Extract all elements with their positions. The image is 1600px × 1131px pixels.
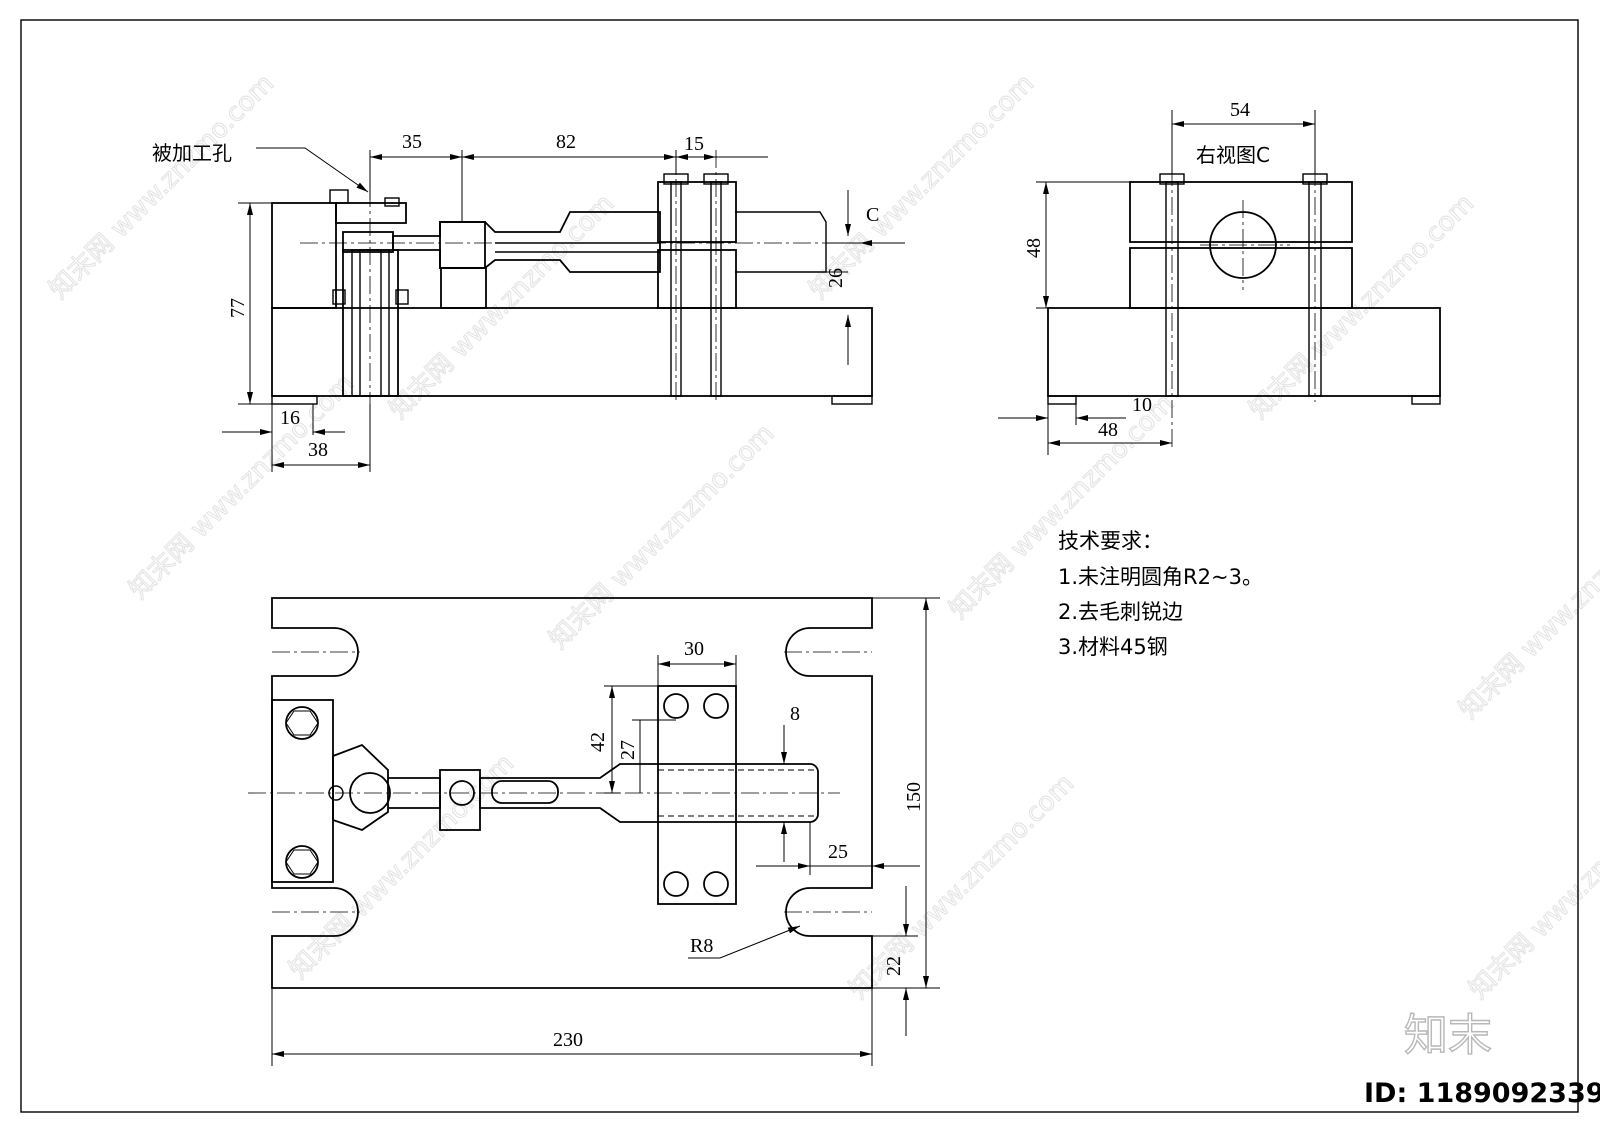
drawing-frame — [20, 19, 1579, 1113]
dim-27-label: 27 — [617, 740, 639, 760]
watermark-logo: 知末 — [1404, 1010, 1492, 1061]
hole-label: 被加工孔 — [152, 141, 232, 165]
section-c-label: C — [866, 204, 879, 226]
top-pivot-bracket — [332, 743, 389, 831]
top-bolt-left-upper — [285, 706, 319, 740]
right-foot-left — [1047, 395, 1077, 405]
watermark-tile-10: 知末网 www.znzmo.com — [844, 769, 1080, 1005]
watermark: 知末 ID: 1189092339 — [1364, 1009, 1600, 1109]
front-left-block — [271, 202, 337, 309]
front-top-plate — [335, 202, 407, 224]
top-bolt-left-upper-hex — [285, 710, 319, 736]
dim-8-label: 8 — [790, 703, 800, 725]
right-view-title: 右视图C — [1196, 143, 1270, 167]
top-clamp-bolt-3 — [663, 871, 689, 897]
front-bushing — [342, 249, 399, 397]
dim-10-label: 10 — [1132, 394, 1152, 416]
front-screw-head-r — [384, 197, 400, 207]
front-bushing-inner — [351, 249, 390, 397]
watermark-id: ID: 1189092339 — [1364, 1078, 1600, 1109]
dim-35-label: 35 — [402, 131, 422, 153]
dim-48h-label: 48 — [1098, 419, 1118, 441]
top-left-block — [271, 699, 334, 883]
r8-label: R8 — [690, 935, 713, 957]
dim-30-label: 30 — [684, 638, 704, 660]
right-foot-right — [1411, 395, 1441, 405]
top-bolt-left-lower — [285, 845, 319, 879]
front-clamp-jaw — [342, 231, 394, 253]
dim-42-label: 42 — [587, 732, 609, 752]
watermark-tile-9: 知末网 www.znzmo.com — [284, 749, 520, 985]
dim-54-label: 54 — [1230, 99, 1250, 121]
top-clamp-block — [657, 685, 737, 905]
front-base-foot-right — [831, 395, 873, 405]
dim-15-label: 15 — [684, 133, 704, 155]
top-view: 30 42 27 8 150 25 R8 22 — [248, 597, 940, 1066]
watermark-tile-11: 知末网 www.znzmo.com — [1464, 769, 1600, 1005]
note-item-1: 1.未注明圆角R2~3。 — [1058, 565, 1263, 589]
front-base-plate — [271, 307, 873, 397]
front-screw-head — [329, 189, 349, 204]
right-clamp-upper — [1129, 181, 1353, 243]
dim-25-label: 25 — [828, 841, 848, 863]
watermark-tile-4: 知末网 www.znzmo.com — [544, 419, 780, 655]
front-clamp-block-upper — [657, 181, 737, 243]
top-bolt-left-lower-hex — [285, 849, 319, 875]
note-item-2: 2.去毛刺锐边 — [1058, 600, 1183, 624]
dim-26-label: 26 — [825, 268, 847, 288]
top-clamp-bolt-1 — [663, 693, 689, 719]
technical-notes: 技术要求： 1.未注明圆角R2~3。 2.去毛刺锐边 3.材料45钢 — [1058, 529, 1263, 659]
front-bushing-collar-l — [332, 289, 346, 305]
note-item-3: 3.材料45钢 — [1058, 635, 1168, 659]
dim-230-label: 230 — [553, 1029, 583, 1051]
dim-150-label: 150 — [903, 782, 925, 812]
front-lever-pivot — [439, 221, 486, 269]
right-view: 54 右视图C 48 10 48 — [998, 99, 1441, 455]
right-base-plate — [1047, 307, 1441, 397]
top-clamp-bolt-4 — [703, 871, 729, 897]
right-clamp-lower — [1129, 247, 1353, 309]
top-lever-slot — [491, 780, 559, 804]
front-bushing-collar-r — [395, 289, 409, 305]
dim-38-label: 38 — [308, 439, 328, 461]
watermark-tile-1: 知末网 www.znzmo.com — [44, 69, 280, 305]
dim-22-label: 22 — [883, 956, 905, 976]
dim-77-label: 77 — [227, 298, 249, 318]
watermark-tile-6: 知末网 www.znzmo.com — [944, 389, 1180, 625]
front-view: 被加工孔 35 82 15 C 26 77 16 38 — [152, 131, 905, 472]
watermark-tile-7: 知末网 www.znzmo.com — [1244, 189, 1480, 425]
top-clamp-bolt-2 — [703, 693, 729, 719]
front-bore — [359, 249, 382, 397]
front-lever-tail — [735, 211, 827, 273]
dim-48v-label: 48 — [1023, 238, 1045, 258]
r8-leader — [688, 925, 801, 959]
front-lever-support — [440, 267, 487, 309]
front-clamp-block-lower — [657, 249, 737, 309]
hole-label-leader — [256, 147, 369, 193]
watermark-tile-3: 知末网 www.znzmo.com — [384, 189, 620, 425]
front-base-foot-left — [271, 395, 318, 405]
dim-16-label: 16 — [280, 407, 300, 429]
dim-82-label: 82 — [556, 131, 576, 153]
notes-heading: 技术要求： — [1058, 529, 1163, 553]
